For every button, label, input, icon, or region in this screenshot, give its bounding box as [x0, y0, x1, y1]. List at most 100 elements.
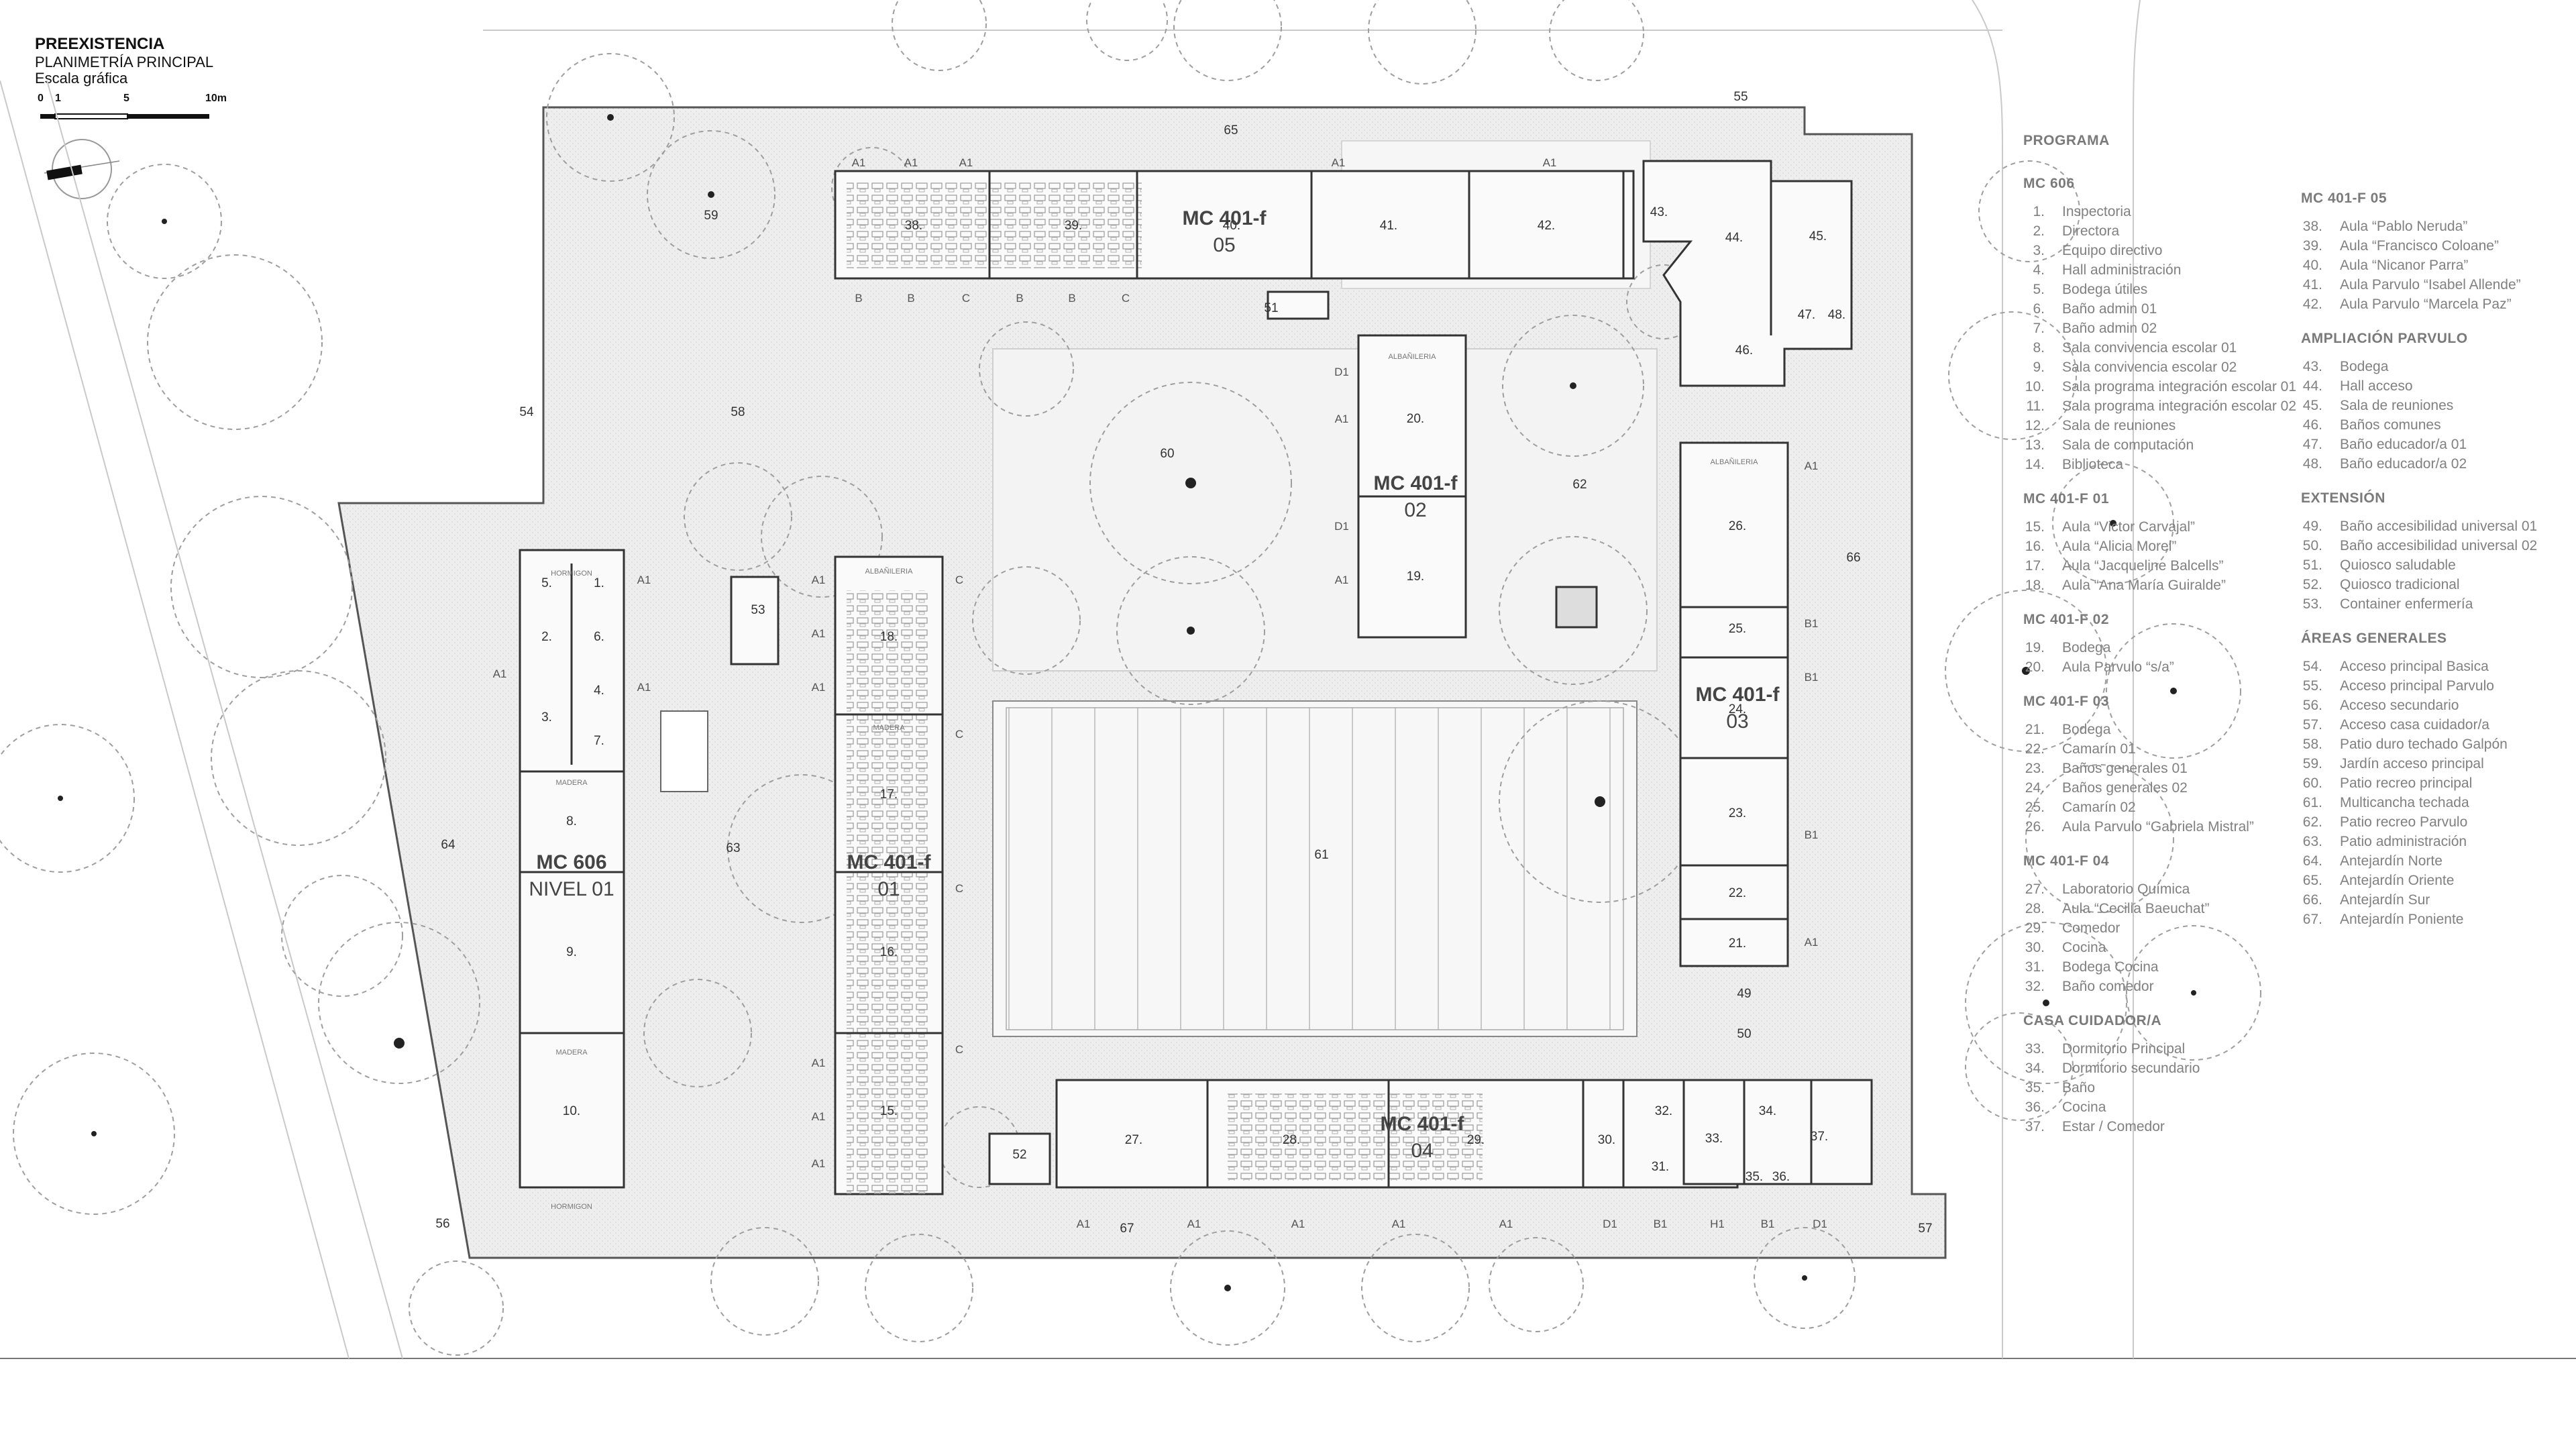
room-number: 29.: [1467, 1133, 1485, 1147]
area-number: 53: [751, 603, 765, 617]
room-number: 15.: [880, 1104, 898, 1118]
room-number: 27.: [1125, 1133, 1142, 1147]
axis-label: A1: [852, 156, 866, 169]
area-number: 52: [1012, 1148, 1026, 1162]
axis-label: B1: [1761, 1218, 1775, 1230]
scale-tick-0: 0: [38, 93, 44, 104]
room-number: 26.: [1729, 519, 1746, 533]
axis-label: D1: [1813, 1218, 1827, 1230]
room-number: 3.: [541, 710, 552, 724]
axis-label: B: [1068, 292, 1075, 305]
material-label: ALBAÑILERIA: [865, 567, 914, 576]
axis-label: A1: [904, 156, 918, 169]
room-number: 28.: [1283, 1133, 1300, 1147]
room-number: 42.: [1538, 219, 1555, 233]
scale-bar: [40, 113, 209, 119]
area-number: 62: [1572, 478, 1587, 492]
axis-label: C: [962, 292, 970, 305]
axis-label: D1: [1334, 520, 1349, 533]
axis-label: B1: [1805, 671, 1819, 684]
room-number: 18.: [880, 630, 898, 644]
module-03-sub: 03: [1726, 710, 1748, 733]
module-01-sub: 01: [877, 878, 900, 900]
plan-subtitle: PLANIMETRÍA PRINCIPAL: [35, 54, 214, 70]
axis-label: A1: [1187, 1218, 1201, 1230]
area-number: 59: [704, 209, 718, 223]
module-04-name: MC 401-f: [1380, 1113, 1464, 1135]
module-labels: MC 606 NIVEL 01 MC 401-f 01 MC 401-f 02 …: [529, 207, 1780, 1162]
axis-label: A1: [493, 667, 507, 680]
room-number: 35.: [1746, 1170, 1763, 1184]
material-labels: ALBAÑILERIA ALBAÑILERIA ALBAÑILERIA MADE…: [551, 352, 1758, 1211]
axis-label: C: [955, 1043, 963, 1056]
room-numbers: 1. 2. 3. 4. 5. 6. 7. 8. 9. 10. 15. 16. 1…: [541, 205, 1845, 1184]
room-number: 50: [1737, 1027, 1751, 1041]
room-number: 38.: [905, 219, 922, 233]
area-number: 61: [1314, 848, 1328, 862]
axis-label: A1: [812, 681, 826, 694]
room-number: 22.: [1729, 886, 1746, 900]
plan-title: PREEXISTENCIA: [35, 35, 165, 53]
room-number: 49: [1737, 987, 1751, 1001]
room-number: 1.: [594, 576, 604, 590]
axis-label: B: [855, 292, 862, 305]
axis-label: A1: [1392, 1218, 1406, 1230]
area-number: 60: [1160, 447, 1174, 461]
module-mc606-name: MC 606: [536, 851, 606, 873]
room-number: 10.: [563, 1104, 580, 1118]
room-number: 43.: [1650, 205, 1668, 219]
room-number: 2.: [541, 630, 552, 644]
axis-label: C: [955, 882, 963, 895]
room-number: 4.: [594, 684, 604, 698]
axis-label: C: [955, 574, 963, 586]
area-numbers: 51 52 53 54 55 56 57 58 59 60 61 62 63 6…: [435, 90, 1932, 1236]
axis-label: B1: [1805, 617, 1819, 630]
scale-label: Escala gráfica: [35, 70, 128, 87]
room-number: 16.: [880, 945, 898, 959]
material-label: HORMIGON: [551, 570, 592, 578]
room-number: 20.: [1407, 412, 1424, 426]
room-number: 19.: [1407, 570, 1424, 584]
north-arrow-icon: [44, 139, 120, 199]
room-number: 31.: [1652, 1160, 1669, 1174]
axis-label: A1: [1332, 156, 1346, 169]
module-01-name: MC 401-f: [847, 851, 931, 873]
axis-label: A1: [812, 1110, 826, 1123]
room-number: 24.: [1729, 702, 1746, 716]
room-number: 23.: [1729, 806, 1746, 820]
area-number: 51: [1264, 301, 1278, 315]
axis-label: C: [955, 728, 963, 741]
area-number: 54: [519, 405, 534, 419]
area-number: 66: [1846, 551, 1860, 565]
room-number: 25.: [1729, 622, 1746, 636]
room-number: 36.: [1772, 1170, 1790, 1184]
area-number: 63: [726, 841, 740, 855]
material-label: MADERA: [555, 1049, 588, 1057]
room-number: 47.: [1798, 308, 1815, 322]
axis-label: H1: [1710, 1218, 1725, 1230]
scale-tick-1: 1: [55, 93, 61, 104]
axis-label: A1: [1335, 413, 1349, 425]
axis-label: B1: [1805, 828, 1819, 841]
room-number: 46.: [1735, 343, 1753, 358]
material-label: MADERA: [555, 779, 588, 787]
room-number: 6.: [594, 630, 604, 644]
room-number: 45.: [1809, 229, 1827, 244]
room-number: 41.: [1380, 219, 1397, 233]
room-number: 21.: [1729, 936, 1746, 951]
module-03-name: MC 401-f: [1695, 684, 1780, 706]
area-number: 67: [1120, 1222, 1134, 1236]
axis-label: A1: [1335, 574, 1349, 586]
area-number: 55: [1733, 90, 1748, 104]
axis-label: A1: [1077, 1218, 1091, 1230]
area-number: 58: [731, 405, 745, 419]
axis-label: A1: [1543, 156, 1557, 169]
axis-label: A1: [812, 1057, 826, 1069]
room-number: 40.: [1223, 219, 1240, 233]
module-05-sub: 05: [1213, 234, 1235, 256]
tree-canopies: [0, 0, 2261, 1356]
module-04-sub: 04: [1411, 1140, 1433, 1162]
room-number: 9.: [566, 945, 577, 959]
area-number: 64: [441, 838, 455, 852]
